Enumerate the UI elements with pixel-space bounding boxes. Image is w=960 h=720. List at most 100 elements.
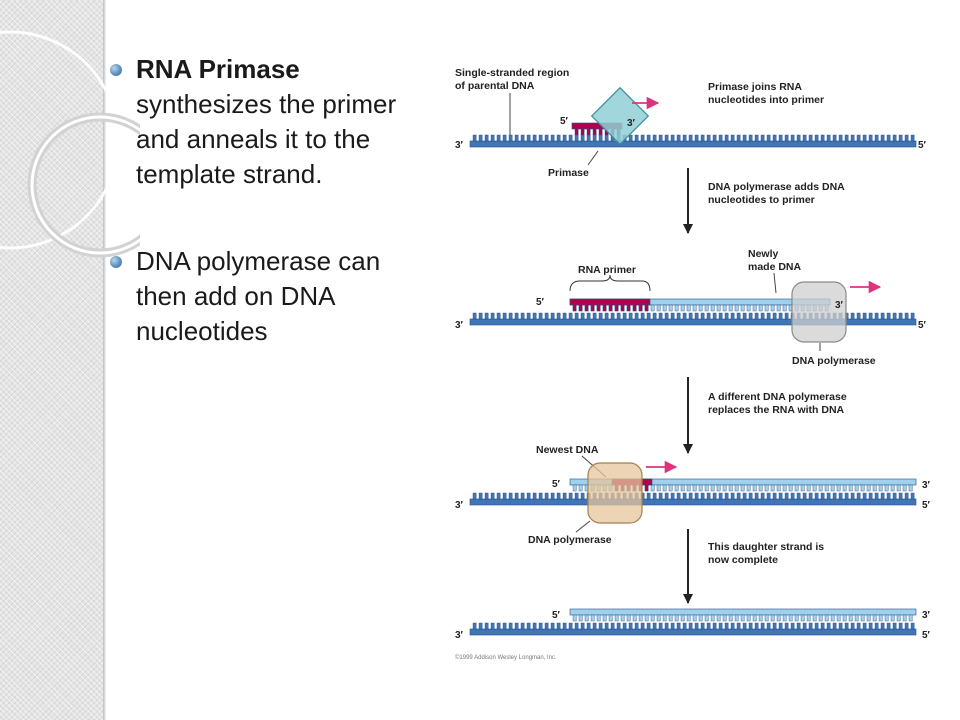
template-strand-base [886,134,891,142]
new-dna-base [752,484,757,492]
bracket-rna-primer [569,274,651,292]
bullet-dna-polymerase: DNA polymerase can then add on DNA nucle… [108,244,428,349]
template-strand-2 [469,312,917,326]
template-strand-base [580,134,585,142]
template-strand-base [742,312,747,320]
label-primase-joins-line2: nucleotides into primer [708,94,824,106]
template-strand-base [544,622,549,630]
template-strand-base [676,312,681,320]
new-dna-base [794,484,799,492]
template-strand-base [790,622,795,630]
template-strand-base [802,622,807,630]
rna-primer-base [598,128,603,136]
template-strand-base [772,134,777,142]
template-strand-base [616,622,621,630]
template-strand-base [628,134,633,142]
template-strand-base [880,312,885,320]
new-dna-base [722,304,727,312]
template-strand-base [472,492,477,500]
new-dna-base [884,614,889,622]
template-strand-base [544,312,549,320]
new-dna-base [890,484,895,492]
template-strand-base [748,622,753,630]
template-strand-base [598,134,603,142]
template-strand-base [808,134,813,142]
template-strand-base [694,492,699,500]
template-strand-base [556,312,561,320]
template-strand-base [772,492,777,500]
end-label-3prime: 3′ [455,500,464,511]
template-strand-base [760,312,765,320]
new-dna-base [602,614,607,622]
template-strand-base [868,622,873,630]
new-dna-base [824,614,829,622]
label-primase-joins-line1: Primase joins RNA [708,81,802,93]
new-dna-base [866,484,871,492]
rna-primer-base [592,128,597,136]
template-strand-base [568,622,573,630]
new-dna-base [836,614,841,622]
new-dna-base [656,304,661,312]
rna-primer-backbone [569,298,651,306]
template-strand-base [766,492,771,500]
template-strand-base [490,492,495,500]
bullet-text: synthesizes the primer and anneals it to… [136,89,397,189]
template-strand-base [712,312,717,320]
template-strand-base [478,134,483,142]
new-dna-base [680,484,685,492]
template-strand-base [784,492,789,500]
template-strand-base [898,622,903,630]
template-strand-base [670,622,675,630]
new-dna-base [716,484,721,492]
new-dna-base [728,304,733,312]
template-strand-base [532,134,537,142]
new-dna-base [578,484,583,492]
template-strand-base [586,134,591,142]
template-strand-base [556,492,561,500]
template-strand-base [898,134,903,142]
template-strand-base [472,134,477,142]
template-strand-base [844,134,849,142]
decorative-circle-small-highlight [30,115,140,255]
new-dna-base [860,614,865,622]
template-strand-base [724,134,729,142]
template-strand-base [874,622,879,630]
template-strand-base [514,622,519,630]
new-dna-base [878,484,883,492]
template-strand-base [664,622,669,630]
new-dna-base [590,614,595,622]
label-rna-primer: RNA primer [578,264,636,276]
template-strand-base [754,492,759,500]
template-strand-base [862,492,867,500]
label-dna-polymerase-1: DNA polymerase [792,355,876,367]
new-dna-base [854,484,859,492]
new-dna-base [836,484,841,492]
template-strand-base [580,492,585,500]
new-dna-base [830,614,835,622]
new-dna-base [710,614,715,622]
label-dna-polymerase-2: DNA polymerase [528,534,612,546]
rna-primer-base [632,304,637,312]
template-strand-base [622,312,627,320]
template-strand-base [760,492,765,500]
template-strand-base [628,622,633,630]
new-dna-base [800,484,805,492]
template-strand-base [508,622,513,630]
new-dna-base [662,304,667,312]
template-strand-base [742,492,747,500]
step-4-complete: 5′ 3′ 3′ 5′ [455,608,931,641]
template-strand-base [550,134,555,142]
end-label-3prime: 3′ [455,630,464,641]
new-dna-base [746,484,751,492]
rna-primer-base [578,304,583,312]
template-strand-base [478,492,483,500]
template-strand-base [778,134,783,142]
decorative-circles [0,30,140,258]
rna-primer-base [608,304,613,312]
new-dna-base [734,304,739,312]
template-strand-base [700,134,705,142]
template-strand-base [484,134,489,142]
end-label-5prime: 5′ [918,140,927,151]
template-strand-base [796,134,801,142]
new-dna-base [734,614,739,622]
